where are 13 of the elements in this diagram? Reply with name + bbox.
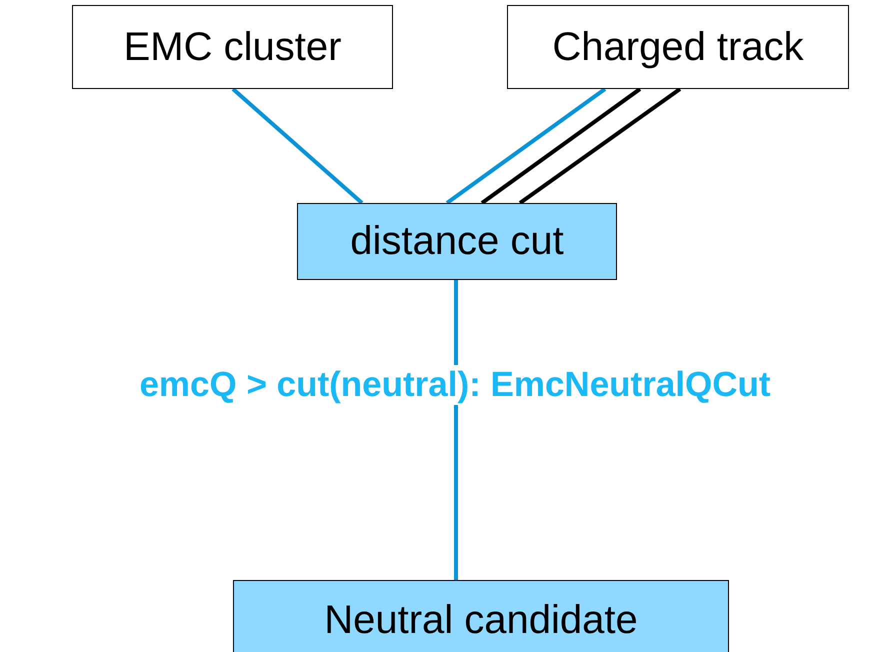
node-label: distance cut [350, 219, 564, 264]
node-label: EMC cluster [124, 24, 342, 70]
process-box [297, 203, 617, 280]
connector-line [446, 87, 606, 205]
node-label: Neutral candidate [324, 598, 638, 642]
connector-line [518, 87, 682, 205]
process-box [507, 5, 849, 89]
node-label: Charged track [552, 24, 804, 70]
process-box [233, 580, 729, 652]
process-box [72, 5, 393, 89]
connector-line [480, 87, 642, 205]
connector-line [232, 88, 364, 204]
edge-label: emcQ > cut(neutral): EmcNeutralQCut [139, 365, 771, 405]
